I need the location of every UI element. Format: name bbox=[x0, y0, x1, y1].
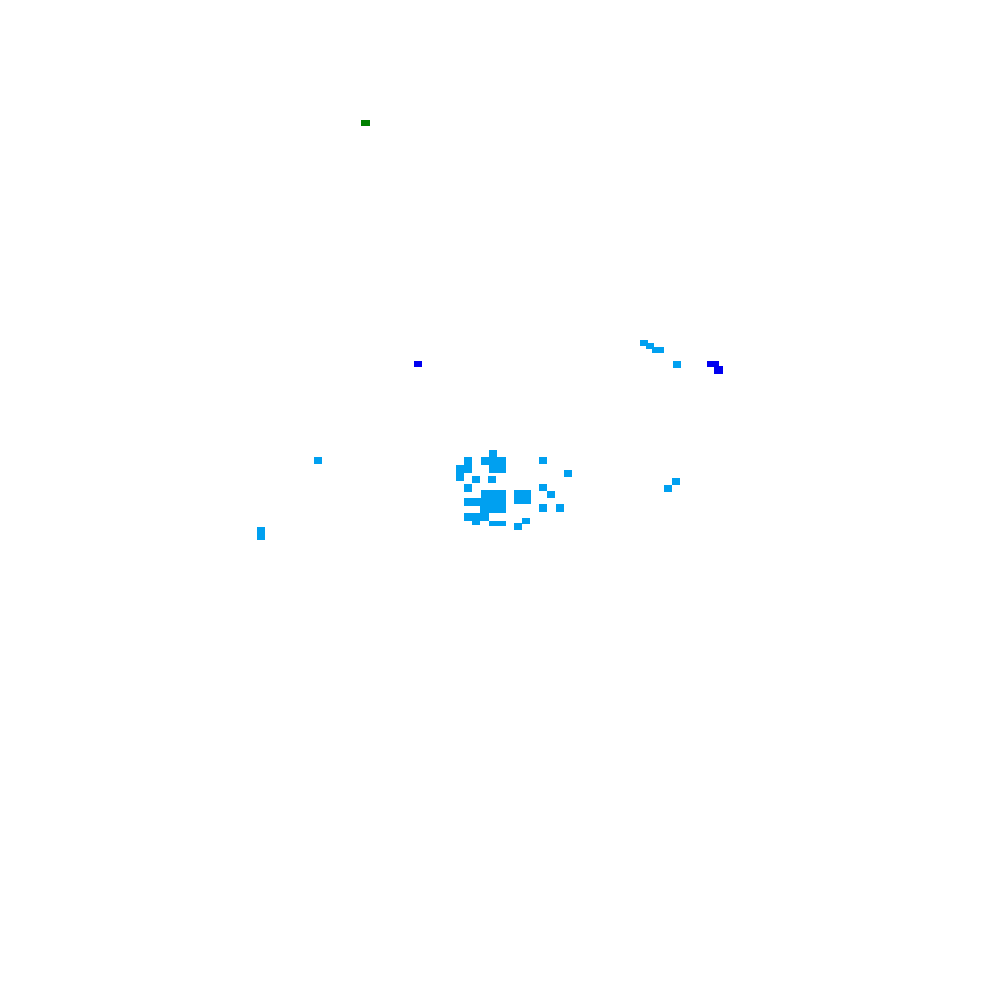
green-dot bbox=[361, 120, 370, 126]
cyan-dot bbox=[640, 340, 648, 346]
cyan-dot bbox=[464, 457, 472, 465]
cyan-dot bbox=[539, 457, 547, 464]
cyan-dot bbox=[539, 484, 547, 491]
cyan-dot bbox=[488, 476, 496, 483]
blue-dot bbox=[714, 366, 723, 374]
cyan-dot bbox=[464, 484, 472, 492]
cyan-dot bbox=[489, 521, 506, 526]
cyan-dot bbox=[464, 498, 506, 506]
cyan-dot bbox=[556, 504, 564, 512]
blue-dot bbox=[414, 361, 422, 367]
cyan-dot bbox=[472, 476, 480, 483]
cyan-dot bbox=[257, 527, 265, 540]
cyan-dot bbox=[456, 473, 464, 481]
cyan-dot bbox=[514, 523, 522, 530]
cyan-dot bbox=[489, 465, 506, 473]
cyan-dot bbox=[480, 506, 506, 513]
cyan-dot bbox=[514, 490, 531, 504]
cyan-dot bbox=[522, 518, 530, 524]
cyan-dot bbox=[646, 343, 654, 349]
cyan-dot bbox=[489, 450, 497, 457]
cyan-dot bbox=[481, 490, 506, 498]
cyan-dot bbox=[664, 485, 672, 492]
cyan-dot bbox=[673, 361, 681, 368]
cyan-dot bbox=[472, 521, 480, 525]
cyan-dot bbox=[539, 504, 547, 512]
cyan-dot bbox=[464, 513, 489, 521]
cyan-dot bbox=[652, 347, 664, 353]
cyan-dot bbox=[481, 457, 506, 465]
cyan-dot bbox=[547, 491, 555, 498]
cyan-dot bbox=[314, 457, 322, 464]
cyan-dot bbox=[564, 470, 572, 477]
cyan-dot bbox=[672, 478, 680, 485]
cyan-dot bbox=[456, 465, 472, 473]
blue-dot bbox=[707, 361, 719, 367]
